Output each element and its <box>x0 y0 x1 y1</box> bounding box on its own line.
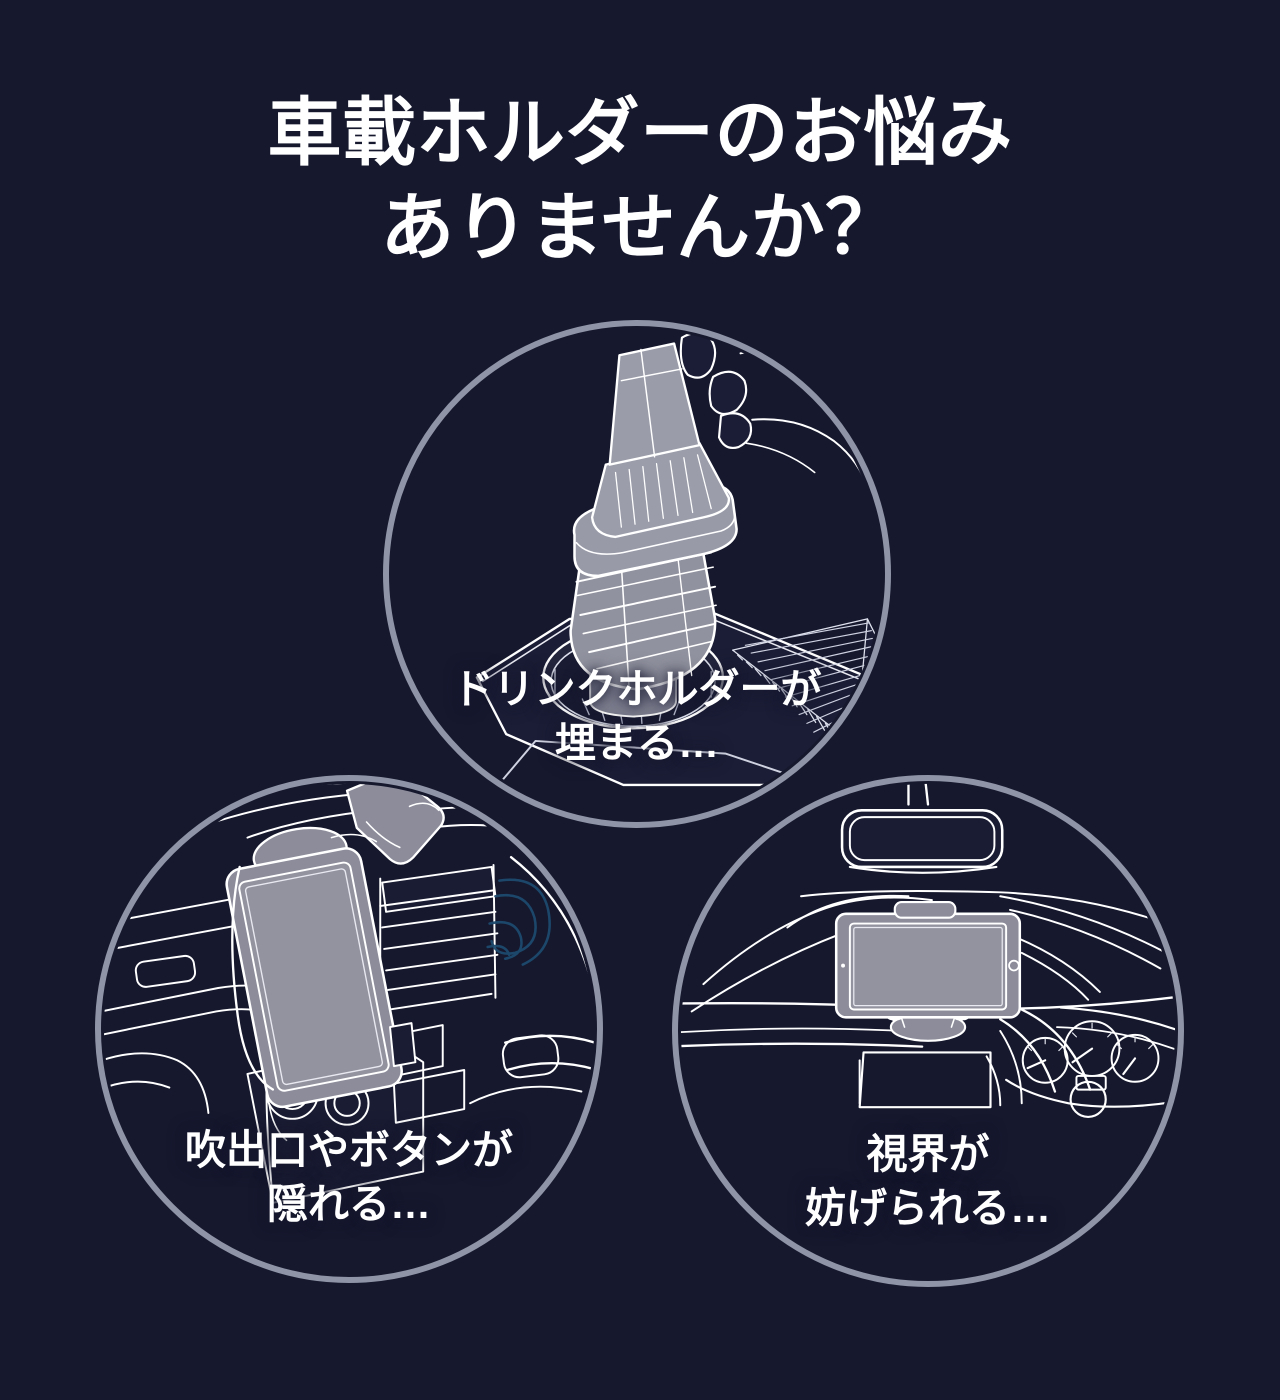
caption-drink-holder-line-2: 埋まる… <box>555 719 719 766</box>
page-title: 車載ホルダーのお悩み ありませんか？ <box>0 86 1280 275</box>
page-title-line-2: ありませんか？ <box>380 185 900 269</box>
caption-air-vent: 吹出口やボタンが 隠れる… <box>101 1124 597 1231</box>
problem-circle-air-vent: 吹出口やボタンが 隠れる… <box>95 775 603 1283</box>
field-of-view-illustration <box>680 783 1176 1119</box>
air-vent-illustration <box>103 783 595 1204</box>
caption-air-vent-line-2: 隠れる… <box>267 1180 431 1227</box>
cup-holder-illustration <box>475 332 883 796</box>
caption-drink-holder: ドリンクホルダーが 埋まる… <box>389 663 885 770</box>
caption-field-of-view-line-1: 視界が <box>866 1131 990 1178</box>
page-title-line-1: 車載ホルダーのお悩み <box>267 91 1013 174</box>
caption-air-vent-line-1: 吹出口やボタンが <box>185 1127 513 1174</box>
caption-drink-holder-line-1: ドリンクホルダーが <box>452 666 822 713</box>
problem-circle-drink-holder: ドリンクホルダーが 埋まる… <box>383 320 891 828</box>
problem-circle-field-of-view: 視界が 妨げられる… <box>672 775 1184 1287</box>
caption-field-of-view-line-2: 妨げられる… <box>805 1184 1051 1231</box>
caption-field-of-view: 視界が 妨げられる… <box>678 1128 1178 1235</box>
